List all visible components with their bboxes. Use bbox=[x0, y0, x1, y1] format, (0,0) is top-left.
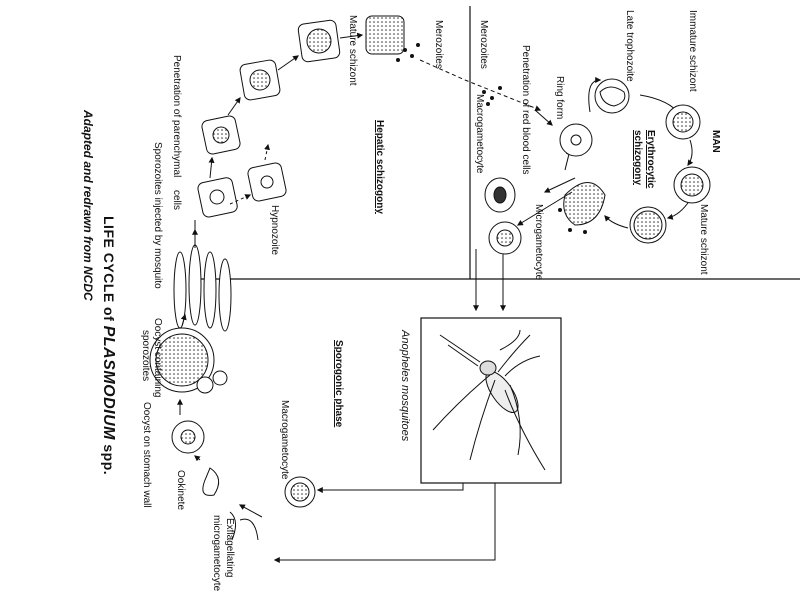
label-merozoites-b: Merozoites bbox=[433, 20, 444, 69]
label-oocyst-containing-2: sporozoites bbox=[140, 330, 151, 382]
diagram-title: LIFE CYCLE of PLASMODIUM spp. bbox=[100, 216, 117, 476]
section-sporogonic: Sporogonic phase bbox=[333, 340, 344, 428]
label-mature-schizont-liver: Mature schizont bbox=[347, 15, 358, 86]
label-penetration-parenchymal-1: Penetration of parenchymal bbox=[171, 55, 182, 178]
label-exflagellating-2: microgametocyte bbox=[211, 515, 222, 592]
label-hypnozoite: Hypnozoite bbox=[269, 205, 280, 256]
section-erythrocytic-2: schizogony bbox=[632, 130, 643, 186]
section-man: MAN bbox=[710, 130, 721, 153]
label-oocyst-stomach: Oocyst on stomach wall bbox=[141, 402, 152, 508]
title-prefix: LIFE CYCLE of bbox=[101, 216, 117, 322]
label-immature-schizont: Immature schizont bbox=[687, 10, 698, 92]
section-hepatic: Hepatic schizogony bbox=[374, 120, 385, 214]
label-exflagellating-1: Exflagellating bbox=[224, 518, 235, 578]
label-mature-schizont-blood: Mature schizont bbox=[698, 204, 709, 275]
title-genus: PLASMODIUM bbox=[100, 325, 117, 440]
title-suffix: spp. bbox=[101, 444, 117, 476]
label-penetration-parenchymal-2: cells bbox=[171, 190, 182, 211]
diagram-credit: Adapted and redrawn from NCDC bbox=[81, 110, 95, 301]
section-mosquito: Anopheles mosquitoes bbox=[399, 330, 411, 442]
label-late-trophozoite: Late trophozoite bbox=[624, 10, 635, 82]
label-microgametocyte: Microgametocyte bbox=[533, 204, 544, 281]
label-sporozoites: Sporozoites injected by mosquito bbox=[152, 142, 163, 289]
label-penetration-rbc: Penetration of red blood cells bbox=[520, 45, 531, 175]
label-macrogametocyte-vector: Macrogametocyte bbox=[279, 400, 290, 480]
label-ring-form: Ring form bbox=[554, 76, 565, 120]
label-oocyst-containing-1: Oocyst containing bbox=[152, 318, 163, 398]
mosquito-box bbox=[420, 317, 562, 484]
label-merozoites-a: Merozoites bbox=[478, 20, 489, 69]
label-ookinete: Ookinete bbox=[175, 470, 186, 511]
section-erythrocytic-1: Erythrocytic bbox=[645, 130, 656, 189]
label-macrogametocyte-blood: Macrogametocyte bbox=[474, 94, 485, 174]
